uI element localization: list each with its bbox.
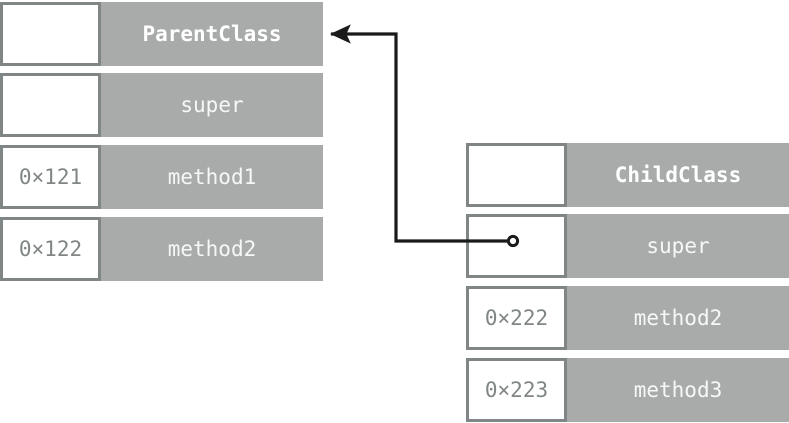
- parent-super-name-cell: super: [101, 73, 323, 137]
- parent-row-method2: 0×122 method2: [0, 217, 323, 281]
- child-header-address-cell: [466, 143, 567, 207]
- parent-super-name-text: super: [180, 92, 244, 117]
- parent-header-name-cell: ParentClass: [101, 2, 323, 66]
- parent-method2-name-text: method2: [167, 236, 257, 261]
- parent-row-super: super: [0, 73, 323, 137]
- parent-method1-name-cell: method1: [101, 145, 323, 209]
- child-method2-name-cell: method2: [567, 286, 789, 350]
- parent-method2-address-cell: 0×122: [0, 217, 101, 281]
- child-row-method3: 0×223 method3: [466, 358, 789, 422]
- child-method3-name-cell: method3: [567, 358, 789, 422]
- child-header-name-text: ChildClass: [614, 162, 742, 187]
- parent-method1-address-cell: 0×121: [0, 145, 101, 209]
- parent-method2-name-cell: method2: [101, 217, 323, 281]
- child-super-name-cell: super: [567, 214, 789, 278]
- parent-header-name-text: ParentClass: [142, 21, 282, 46]
- parent-method1-address-text: 0×121: [18, 164, 83, 189]
- parent-header-address-cell: [0, 2, 101, 66]
- child-row-super: super: [466, 214, 789, 278]
- child-row-header: ChildClass: [466, 143, 789, 207]
- child-method2-name-text: method2: [633, 305, 723, 330]
- parent-method2-address-text: 0×122: [18, 236, 83, 261]
- parent-row-method1: 0×121 method1: [0, 145, 323, 209]
- parent-class-vtable: ParentClass super 0×121 method1 0×122: [0, 0, 323, 282]
- child-method2-address-cell: 0×222: [466, 286, 567, 350]
- child-super-address-cell: [466, 214, 567, 278]
- child-row-method2: 0×222 method2: [466, 286, 789, 350]
- child-class-vtable: ChildClass super 0×222 method2 0×223: [466, 0, 789, 423]
- parent-method1-name-text: method1: [167, 164, 257, 189]
- child-header-name-cell: ChildClass: [567, 143, 789, 207]
- parent-row-header: ParentClass: [0, 2, 323, 66]
- child-method2-address-text: 0×222: [484, 305, 549, 330]
- child-method3-address-text: 0×223: [484, 377, 549, 402]
- child-method3-address-cell: 0×223: [466, 358, 567, 422]
- child-method3-name-text: method3: [633, 377, 723, 402]
- child-super-name-text: super: [646, 233, 710, 258]
- parent-super-address-cell: [0, 73, 101, 137]
